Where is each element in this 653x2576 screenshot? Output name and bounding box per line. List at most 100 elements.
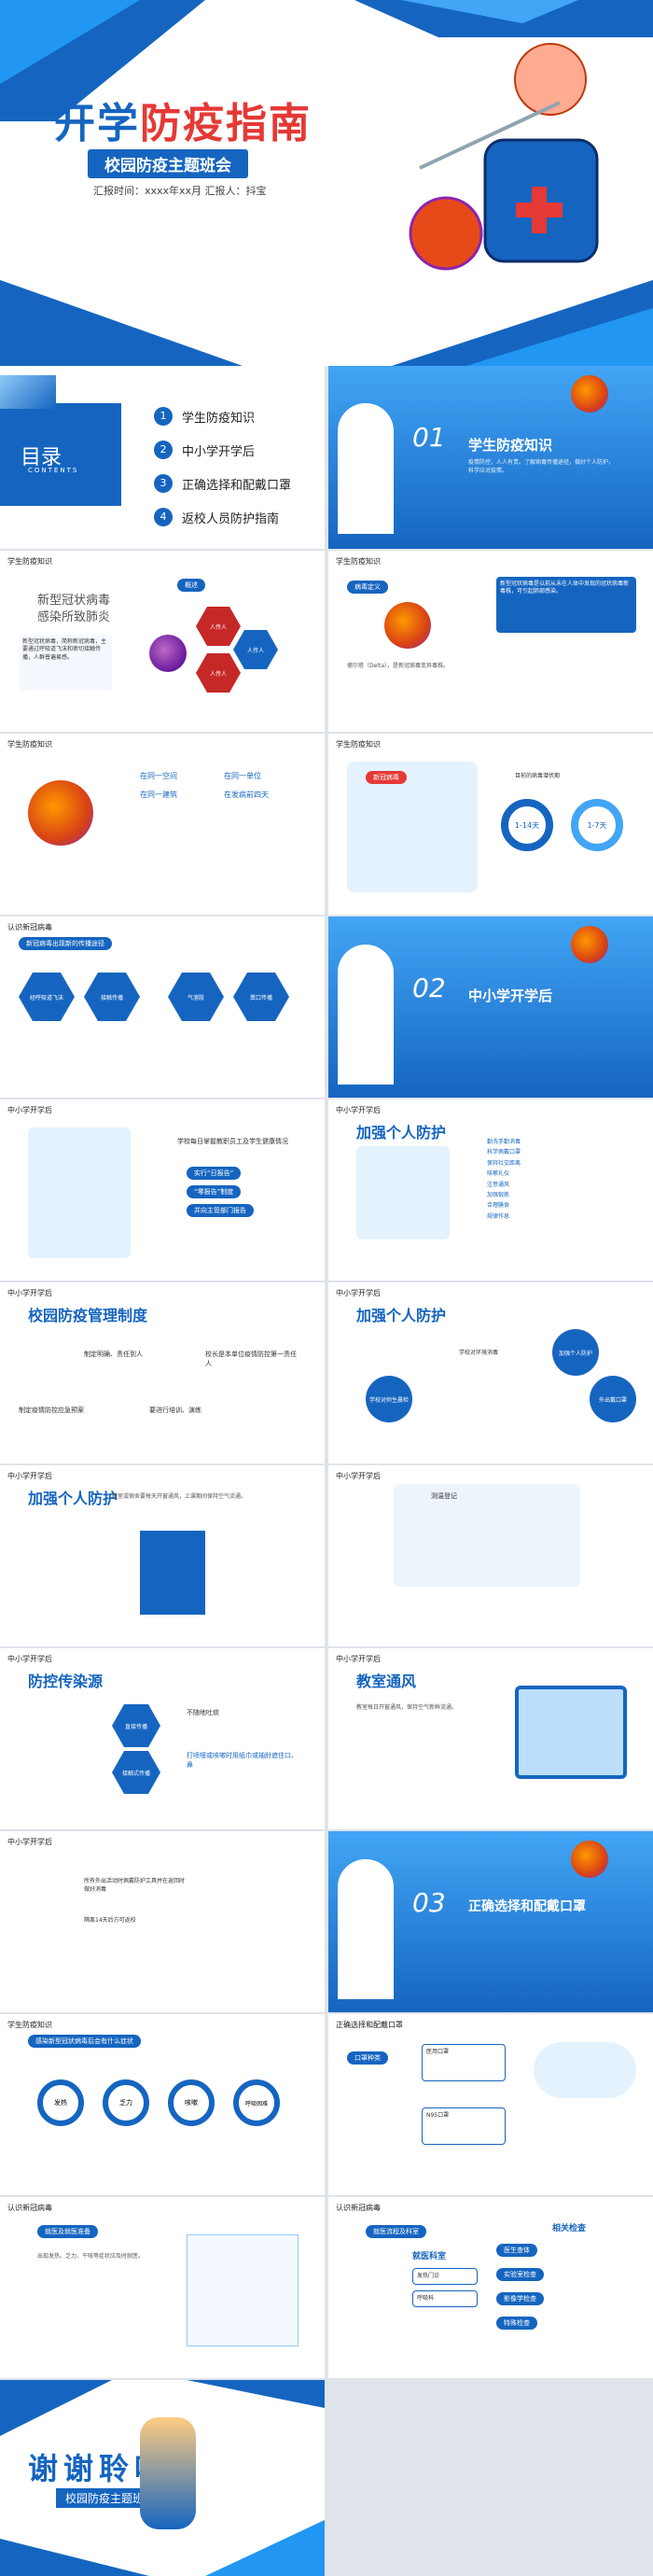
slide-header: 学生防疫知识 [7,740,52,749]
contact-row-1a: 在同一空间 [140,772,177,780]
section-02-slide[interactable]: 02 中小学开学后 [328,917,653,1098]
cover-title-part1: 开学 [54,100,140,147]
hex-aerosol: 气溶胶 [168,973,224,1021]
doctor-figure [338,1859,394,1999]
fist-illustration [0,375,56,409]
check-2: 实验室检查 [496,2268,544,2281]
symptom-2: 乏力 [103,2079,149,2126]
section-03-slide[interactable]: 03 正确选择和配戴口罩 [328,1831,653,2012]
contact-row-2b: 在发病前四天 [224,791,269,799]
hex-2: 人传人 [233,630,278,669]
school-gate-illustration [394,1484,580,1587]
doctor-figure [338,945,394,1085]
virus-icon [28,780,93,846]
symptom-1: 发热 [37,2079,84,2126]
cover-title: 开学防疫指南 [54,90,312,149]
cover-slide[interactable]: 开学防疫指南 校园防疫主题班会 汇报时间：xxxx年xx月 汇报人：抖宝 [0,0,653,366]
mask-illustration [534,2042,636,2098]
window-illustration [515,1686,627,1779]
prep-card [187,2234,299,2346]
prep-title: 就医及就医准备 [37,2225,98,2238]
check-3: 影像学检查 [496,2292,544,2305]
mask-label: 口罩种类 [347,2051,388,2065]
slide-return-quarantine[interactable]: 中小学开学后 所有外出活动时佩戴防护工具并在返回时做好消毒 隔离14天后方可返校 [0,1831,325,2012]
management-title: 校园防疫管理制度 [28,1307,148,1324]
slide-protection-poster[interactable]: 中小学开学后 加强个人防护 教室或宿舍要每天开窗通风，上课期间保持空气流通。 [0,1465,325,1646]
check-4: 特殊检查 [496,2317,537,2330]
slide-ventilation[interactable]: 中小学开学后 教室通风 教室每日开窗通风，保持空气新鲜流通。 [328,1648,653,1829]
slide-transmission[interactable]: 认识新冠病毒 新冠病毒出现新的传播途径 经呼吸道飞沫 接触传播 气溶胶 粪口传播 [0,917,325,1098]
section-01-slide[interactable]: 01 学生防疫知识 疫情防控，人人有责。了解病毒传播途径，做好个人防护，科学应对… [328,366,653,549]
cover-title-part2: 防疫指南 [140,100,312,147]
cover-meta: 汇报时间：xxxx年xx月 汇报人：抖宝 [93,185,267,197]
checks-title: 相关检查 [552,2224,587,2233]
slide-virus-definition[interactable]: 学生防疫知识 病毒定义 新型冠状病毒是以前从未在人体中发现的冠状病毒新毒株，可引… [328,551,653,732]
contents-heading-en: CONTENTS [28,467,79,474]
overview-title-1: 新型冠状病毒 [37,594,111,608]
protection-item: 规律作息 [487,1212,510,1220]
thanks-slide[interactable]: 谢谢聆听 校园防疫主题班会 [0,2380,325,2576]
slide-mask-types[interactable]: 正确选择和配戴口罩 口罩种类 医用口罩 N95口罩 [328,2014,653,2195]
transmission-title: 新冠病毒出现新的传播途径 [19,937,112,950]
source-title: 防控传染源 [28,1673,104,1690]
slide-management[interactable]: 中小学开学后 校园防疫管理制度 制定明确、责任到人 校长是本单位疫情防控第一责任… [0,1282,325,1463]
hex-contact: 接触式传播 [112,1751,160,1794]
source-tip-1: 不随地吐痰 [187,1709,219,1716]
virus-icon [571,1841,608,1878]
dept-1: 发热门诊 [412,2268,478,2285]
toc-label: 中小学开学后 [182,444,256,459]
incubation-ring-1: 1-14天 [501,799,553,851]
slide-symptoms[interactable]: 学生防疫知识 感染新型冠状病毒后会有什么症状 发热 乏力 咳嗽 呼吸困难 [0,2014,325,2195]
hex-fecal: 粪口传播 [233,973,289,1021]
toc-num: 4 [154,508,173,526]
symptom-4: 呼吸困难 [233,2079,280,2126]
hub-node-c: 学校对师生晨检 [366,1376,412,1422]
section-number: 03 [412,1887,446,1918]
slide-header: 认识新冠病毒 [336,2204,381,2212]
ventilation-body: 教室每日开窗通风，保持空气新鲜流通。 [356,1704,458,1711]
protection-item: 咳嗽礼仪 [487,1170,510,1178]
ventilation-title: 教室通风 [356,1673,417,1690]
contents-heading: 目录 [21,446,63,469]
definition-label: 病毒定义 [347,581,388,594]
section-number: 02 [412,973,446,1003]
slide-daily-report[interactable]: 中小学开学后 学校每日掌握教职员工及学生健康情况 实行“日报告” “零报告”制度… [0,1099,325,1281]
overview-label: 概述 [177,579,205,592]
definition-body: 新型冠状病毒是以前从未在人体中发现的冠状病毒新毒株，可引起肺部感染。 [496,577,636,633]
report-text: 学校每日掌握教职员工及学生健康情况 [177,1138,288,1145]
return-tip-2: 隔离14天后方可返校 [84,1917,136,1924]
slide-close-contact[interactable]: 学生防疫知识 在同一空间 在同一单位 在同一建筑 在发病前四天 [0,734,325,915]
slide-medical-prep[interactable]: 认识新冠病毒 就医及就医准备 出现发热、乏力、干咳等症状应及时就医。 [0,2197,325,2378]
definition-note: 德尔塔（Delta），是新冠病毒变异毒株。 [347,663,450,669]
slide-incubation[interactable]: 学生防疫知识 新冠病毒 目前的病毒潜伏期 1-14天 1-7天 [328,734,653,915]
slide-infection-source[interactable]: 中小学开学后 防控传染源 直接传播 接触式传播 不随地吐痰 打喷嚏或咳嗽时用纸巾… [0,1648,325,1829]
slide-header: 认识新冠病毒 [7,923,52,931]
contents-block [0,403,121,506]
prep-body: 出现发热、乏力、干咳等症状应及时就医。 [37,2253,145,2260]
slide-temperature-check[interactable]: 中小学开学后 测温登记 [328,1465,653,1646]
toc-num: 1 [154,407,173,426]
section-title: 学生防疫知识 [468,437,553,454]
symptom-3: 咳嗽 [168,2079,215,2126]
cover-subtitle: 校园防疫主题班会 [88,149,248,178]
slide-header: 学生防疫知识 [7,557,52,566]
slide-personal-protection-list[interactable]: 中小学开学后 加强个人防护 勤洗手勤消毒 科学佩戴口罩 保持社交距离 咳嗽礼仪 … [328,1099,653,1281]
virus-icon [384,602,431,649]
mask-type-2: N95口罩 [422,2107,506,2145]
slide-virus-overview[interactable]: 学生防疫知识 新型冠状病毒 感染所致肺炎 新型冠状病毒，简称新冠病毒，主要通过呼… [0,551,325,732]
slide-header: 认识新冠病毒 [7,2204,52,2212]
slide-protection-hub[interactable]: 中小学开学后 加强个人防护 加强个人防护 外出戴口罩 学校对师生晨检 学校对环境… [328,1282,653,1463]
slide-medical-process[interactable]: 认识新冠病毒 就医流程及科室 就医科室 发热门诊 呼吸科 相关检查 医生查体 实… [328,2197,653,2378]
section-desc: 疫情防控，人人有责。了解病毒传播途径，做好个人防护，科学应对疫情。 [468,459,615,474]
temperature-check-illustration [28,1127,131,1258]
hex-contact: 接触传播 [84,973,140,1021]
hex-3: 人传人 [196,653,241,693]
slide-header: 学生防疫知识 [336,557,381,566]
section-title: 正确选择和配戴口罩 [468,1899,586,1914]
